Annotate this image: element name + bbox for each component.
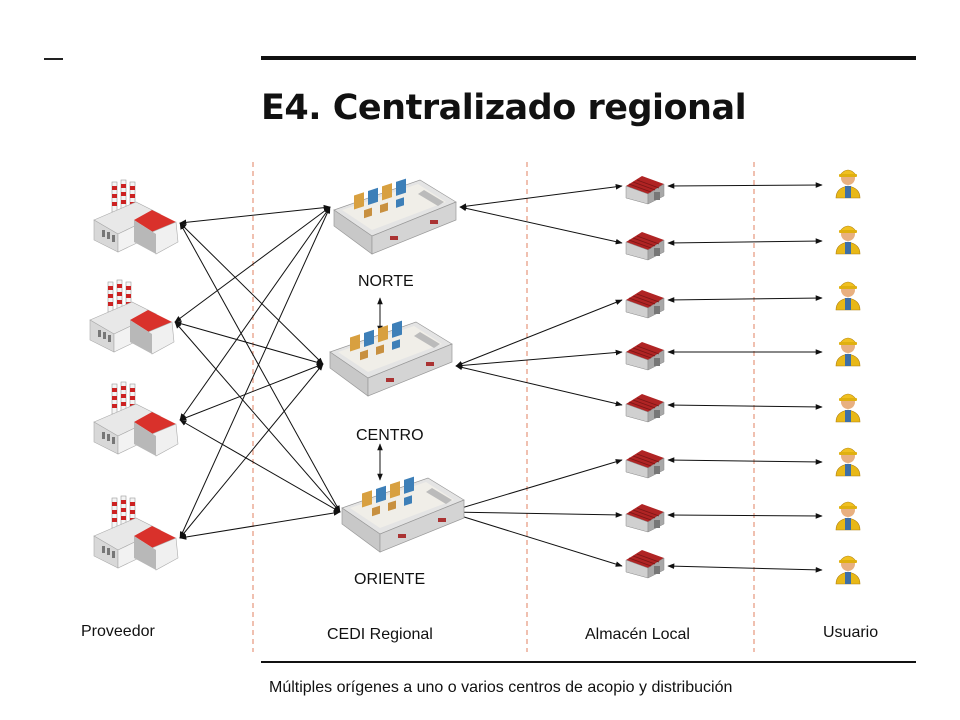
usuario-worker-icon-2 (835, 225, 861, 255)
column-label-proveedor: Proveedor (81, 623, 155, 640)
cedi-label-centro: CENTRO (356, 427, 424, 444)
arrow-cedi-3-almacen-8 (447, 511, 623, 567)
arrow-proveedor-2-cedi-2 (174, 321, 324, 365)
proveedor-factory-icon-4 (93, 495, 179, 571)
almacen-icon-5 (625, 393, 665, 423)
usuario-worker-icon-3 (835, 281, 861, 311)
almacen-icon-7 (625, 503, 665, 533)
usuario-worker-icon-5 (835, 393, 861, 423)
arrow-almacen-7-usuario-7 (667, 512, 823, 519)
almacen-icon-4 (625, 341, 665, 371)
connection-arrows (174, 182, 823, 573)
column-label-almacen: Almacén Local (585, 626, 690, 643)
arrow-proveedor-1-cedi-1 (179, 204, 331, 226)
arrow-cedi-3-almacen-7 (447, 509, 623, 518)
arrow-almacen-6-usuario-6 (667, 457, 823, 465)
arrow-proveedor-1-cedi-3 (179, 222, 341, 513)
cedi-warehouse-icon-centro (329, 320, 453, 397)
cedi-label-norte: NORTE (358, 273, 414, 290)
arrow-cedi-3-almacen-6 (447, 459, 623, 513)
caption: Múltiples orígenes a uno o varios centro… (269, 679, 733, 696)
arrow-cedi-2-almacen-4 (455, 349, 623, 369)
title-rule (261, 56, 916, 60)
arrow-proveedor-3-cedi-2 (179, 363, 324, 421)
arrow-proveedor-1-cedi-2 (179, 222, 324, 365)
arrow-proveedor-2-cedi-3 (174, 321, 341, 513)
arrow-proveedor-3-cedi-3 (179, 419, 341, 513)
arrow-proveedor-3-cedi-1 (179, 206, 331, 421)
usuario-worker-icon-1 (835, 169, 861, 199)
almacen-icon-1 (625, 175, 665, 205)
arrow-cedi-1-almacen-1 (459, 184, 623, 209)
arrow-almacen-1-usuario-1 (667, 182, 823, 189)
column-label-usuario: Usuario (823, 624, 878, 641)
proveedor-factory-icon-3 (93, 381, 179, 457)
arrow-almacen-5-usuario-5 (667, 402, 823, 410)
arrow-proveedor-4-cedi-1 (179, 206, 331, 539)
proveedor-factory-icon-2 (89, 279, 175, 355)
caption-rule (261, 661, 916, 663)
proveedor-factory-icon-1 (93, 179, 179, 255)
column-label-cedi: CEDI Regional (327, 626, 433, 643)
cedi-warehouse-icon-oriente (341, 476, 465, 553)
arrow-proveedor-4-cedi-2 (179, 363, 324, 539)
usuario-worker-icon-7 (835, 501, 861, 531)
almacen-icon-3 (625, 289, 665, 319)
usuario-worker-icon-8 (835, 555, 861, 585)
arrow-proveedor-2-cedi-1 (174, 206, 331, 323)
arrow-cedi-1-almacen-2 (459, 205, 623, 245)
arrow-almacen-8-usuario-8 (667, 563, 823, 573)
usuario-worker-icon-6 (835, 447, 861, 477)
arrow-almacen-3-usuario-3 (667, 295, 823, 303)
arrow-cedi-2-almacen-5 (455, 364, 623, 407)
page-title: E4. Centralizado regional (261, 88, 747, 128)
arrow-proveedor-4-cedi-3 (179, 510, 341, 540)
cedi-label-oriente: ORIENTE (354, 571, 425, 588)
almacen-icon-2 (625, 231, 665, 261)
arrow-cedi-2-almacen-3 (455, 299, 623, 367)
usuario-worker-icon-4 (835, 337, 861, 367)
almacen-icon-8 (625, 549, 665, 579)
corner-dash (44, 58, 63, 60)
almacen-icon-6 (625, 449, 665, 479)
arrow-almacen-2-usuario-2 (667, 238, 823, 246)
cedi-warehouse-icon-norte (333, 178, 457, 255)
